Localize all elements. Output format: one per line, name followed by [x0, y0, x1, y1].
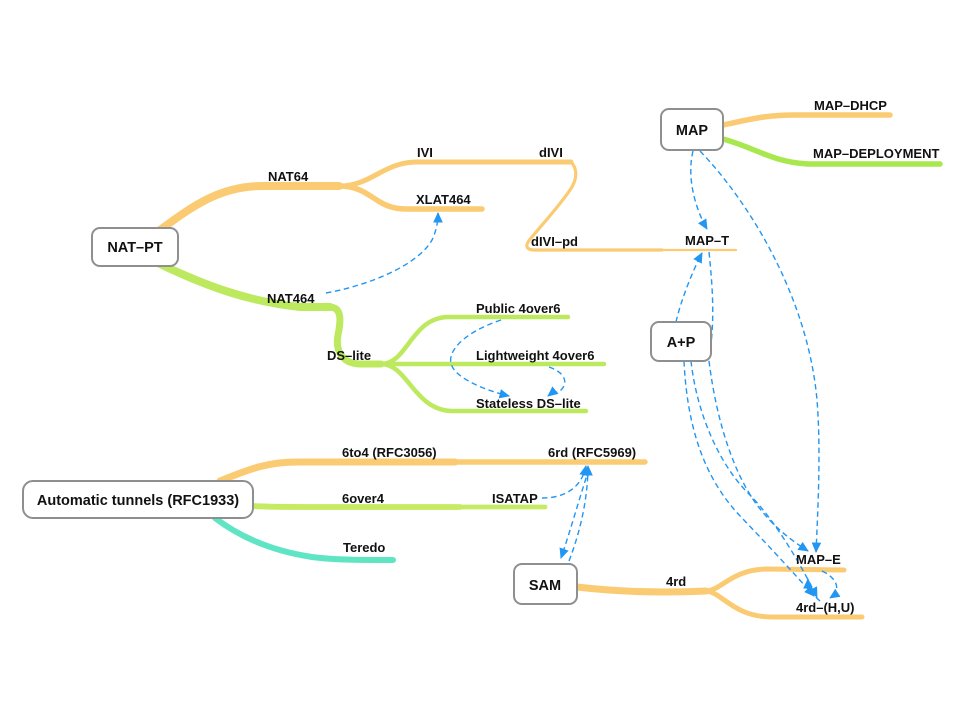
svg-text:NAT–PT: NAT–PT	[107, 240, 162, 256]
svg-text:IVI: IVI	[417, 145, 433, 160]
svg-text:Teredo: Teredo	[343, 540, 385, 555]
svg-text:4rd–(H,U): 4rd–(H,U)	[796, 600, 855, 615]
svg-text:MAP–T: MAP–T	[685, 233, 729, 248]
svg-text:A+P: A+P	[667, 335, 696, 351]
svg-text:SAM: SAM	[529, 578, 561, 594]
svg-text:Automatic tunnels (RFC1933): Automatic tunnels (RFC1933)	[37, 493, 239, 509]
svg-text:Lightweight 4over6: Lightweight 4over6	[476, 348, 594, 363]
svg-text:MAP–DEPLOYMENT: MAP–DEPLOYMENT	[813, 146, 939, 161]
svg-text:6over4: 6over4	[342, 491, 385, 506]
svg-text:ISATAP: ISATAP	[492, 491, 538, 506]
svg-text:MAP–E: MAP–E	[796, 552, 841, 567]
svg-text:XLAT464: XLAT464	[416, 192, 471, 207]
svg-text:Public 4over6: Public 4over6	[476, 301, 561, 316]
svg-text:6rd (RFC5969): 6rd (RFC5969)	[548, 445, 636, 460]
svg-text:dIVI–pd: dIVI–pd	[531, 234, 578, 249]
svg-text:Stateless DS–lite: Stateless DS–lite	[476, 396, 581, 411]
svg-text:4rd: 4rd	[666, 574, 686, 589]
svg-text:dIVI: dIVI	[539, 145, 563, 160]
svg-text:NAT64: NAT64	[268, 169, 309, 184]
svg-text:MAP–DHCP: MAP–DHCP	[814, 98, 887, 113]
svg-text:DS–lite: DS–lite	[327, 348, 371, 363]
svg-text:NAT464: NAT464	[267, 291, 315, 306]
svg-text:6to4 (RFC3056): 6to4 (RFC3056)	[342, 445, 437, 460]
svg-text:MAP: MAP	[676, 123, 709, 139]
